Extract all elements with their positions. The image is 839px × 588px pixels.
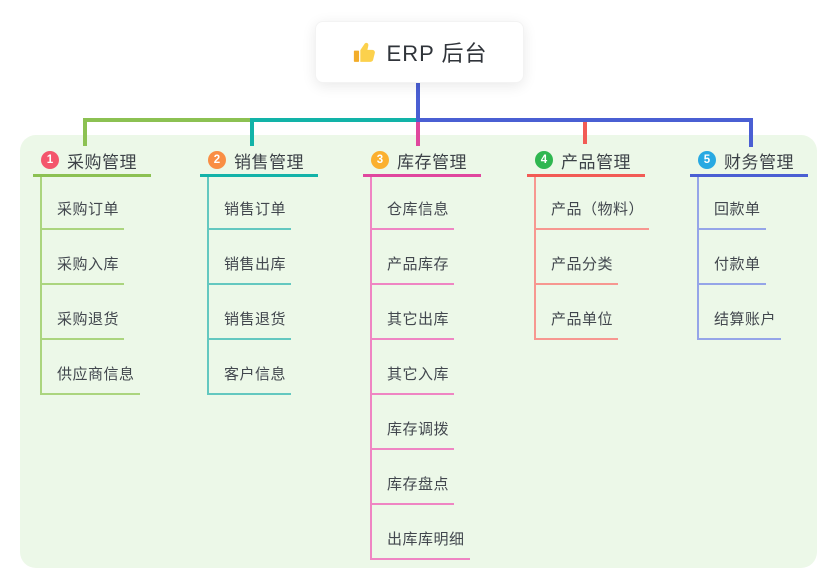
child-node[interactable]: 产品单位: [534, 285, 619, 340]
child-label: 采购入库: [57, 256, 120, 273]
children-column-4: 产品（物料） 产品分类产品单位: [534, 177, 650, 340]
branch-drop-line-5: [749, 118, 753, 147]
child-label: 产品单位: [551, 311, 614, 328]
branch-node-5[interactable]: 5 财务管理: [690, 146, 808, 177]
child-label: 其它出库: [387, 311, 450, 328]
child-node[interactable]: 销售退货: [207, 285, 292, 340]
branch-label: 采购管理: [67, 152, 137, 172]
child-label: 付款单: [714, 256, 761, 273]
thumbs-up-icon: [352, 40, 377, 65]
child-label: 采购退货: [57, 311, 120, 328]
branch-badge: 3: [371, 151, 389, 169]
branch-node-3[interactable]: 3 库存管理: [363, 146, 481, 177]
child-node[interactable]: 库存调拨: [370, 395, 455, 450]
child-node[interactable]: 结算账户: [697, 285, 782, 340]
child-label: 销售退货: [224, 311, 287, 328]
child-node[interactable]: 其它出库: [370, 285, 455, 340]
branch-label: 销售管理: [234, 152, 304, 172]
child-node[interactable]: 产品（物料）: [534, 177, 650, 230]
branch-label: 库存管理: [397, 152, 467, 172]
children-column-1: 采购订单采购入库采购退货供应商信息: [40, 177, 140, 395]
child-label: 供应商信息: [57, 366, 135, 383]
child-label: 结算账户: [714, 311, 777, 328]
child-node[interactable]: 仓库信息: [370, 177, 455, 230]
branch-drop-line-1: [83, 118, 87, 146]
branch-drop-line-3: [416, 122, 420, 146]
child-label: 库存调拨: [387, 421, 450, 438]
child-connector-line: [534, 177, 536, 340]
children-column-5: 回款单付款单结算账户: [697, 177, 782, 340]
child-connector-line: [207, 177, 209, 395]
child-node[interactable]: 采购订单: [40, 177, 125, 230]
bus-segment-green: [83, 118, 254, 122]
bus-segment-blue: [416, 118, 753, 122]
child-connector-line: [697, 177, 699, 340]
root-node[interactable]: ERP 后台: [315, 21, 524, 83]
child-label: 产品分类: [551, 256, 614, 273]
child-label: 产品（物料）: [551, 201, 645, 218]
branch-label: 产品管理: [561, 152, 631, 172]
child-node[interactable]: 付款单: [697, 230, 766, 285]
child-node[interactable]: 采购退货: [40, 285, 125, 340]
branch-drop-line-2: [250, 118, 254, 146]
bus-segment-teal: [250, 118, 420, 122]
root-label: ERP 后台: [386, 41, 488, 66]
branch-badge: 5: [698, 151, 716, 169]
child-node[interactable]: 回款单: [697, 177, 766, 230]
children-column-2: 销售订单销售出库销售退货客户信息: [207, 177, 292, 395]
branches-panel: [20, 135, 817, 568]
child-label: 其它入库: [387, 366, 450, 383]
child-node[interactable]: 出库库明细: [370, 505, 470, 560]
child-label: 销售订单: [224, 201, 287, 218]
branch-node-4[interactable]: 4 产品管理: [527, 146, 645, 177]
child-node[interactable]: 供应商信息: [40, 340, 140, 395]
child-connector-line: [370, 177, 372, 560]
branch-node-2[interactable]: 2 销售管理: [200, 146, 318, 177]
branch-node-1[interactable]: 1 采购管理: [33, 146, 151, 177]
child-node[interactable]: 客户信息: [207, 340, 292, 395]
branch-badge: 1: [41, 151, 59, 169]
child-label: 仓库信息: [387, 201, 450, 218]
child-node[interactable]: 产品分类: [534, 230, 619, 285]
child-node[interactable]: 产品库存: [370, 230, 455, 285]
child-label: 产品库存: [387, 256, 450, 273]
child-label: 库存盘点: [387, 476, 450, 493]
child-label: 采购订单: [57, 201, 120, 218]
child-node[interactable]: 库存盘点: [370, 450, 455, 505]
child-label: 销售出库: [224, 256, 287, 273]
branch-drop-line-4: [583, 122, 587, 144]
child-node[interactable]: 销售订单: [207, 177, 292, 230]
branch-badge: 4: [535, 151, 553, 169]
root-stem-line: [416, 83, 420, 122]
branch-badge: 2: [208, 151, 226, 169]
children-column-3: 仓库信息产品库存其它出库其它入库库存调拨库存盘点出库库明细: [370, 177, 470, 560]
child-node[interactable]: 其它入库: [370, 340, 455, 395]
child-node[interactable]: 采购入库: [40, 230, 125, 285]
child-label: 客户信息: [224, 366, 287, 383]
child-node[interactable]: 销售出库: [207, 230, 292, 285]
child-connector-line: [40, 177, 42, 395]
child-label: 回款单: [714, 201, 761, 218]
child-label: 出库库明细: [387, 531, 465, 548]
branch-label: 财务管理: [724, 152, 794, 172]
